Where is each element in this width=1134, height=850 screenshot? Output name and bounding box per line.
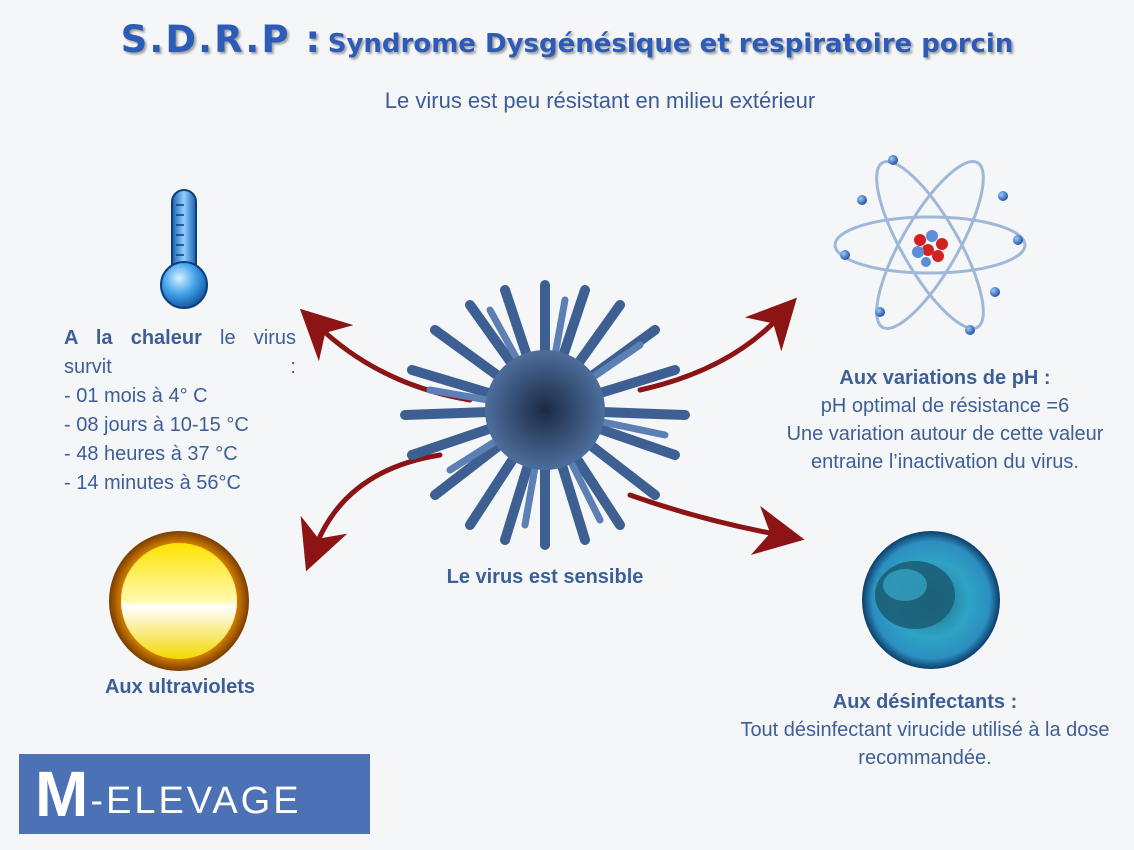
center-label: Le virus est sensible (446, 566, 644, 588)
uv-label: Aux ultraviolets (104, 676, 256, 698)
heat-intro: A la chaleur le virus survit : (64, 324, 296, 382)
logo-m: M (35, 758, 89, 830)
list-item: - 14 minutes à 56°C (64, 472, 241, 494)
title-abbreviation: S.D.R.P : (120, 18, 323, 61)
thermometer-icon (160, 189, 208, 309)
ph-line1: pH optimal de résistance =6 (820, 395, 1070, 417)
heat-heading: A la chaleur (64, 327, 202, 349)
ph-heading: Aux variations de pH : (839, 367, 1051, 389)
m-elevage-logo: M -ELEVAGE (19, 754, 370, 834)
list-item: - 01 mois à 4° C (64, 385, 208, 407)
list-item: - 08 jours à 10-15 °C (64, 414, 249, 436)
subtitle: Le virus est peu résistant en milieu ext… (384, 88, 816, 113)
page-title: S.D.R.P : Syndrome Dysgénésique et respi… (0, 18, 1134, 61)
disinfectant-text: Tout désinfectant virucide utilisé à la … (740, 719, 1110, 769)
atom-icon (833, 155, 1027, 335)
disinfectant-heading: Aux désinfectants : (832, 691, 1018, 713)
ph-line2: Une variation autour de cette valeur ent… (786, 423, 1104, 473)
disinfectant-section: Aux désinfectants : Tout désinfectant vi… (740, 688, 1110, 772)
heat-section: A la chaleur le virus survit : - 01 mois… (64, 324, 296, 498)
sun-icon (109, 531, 249, 671)
virus-icon (400, 280, 690, 550)
heat-list: - 01 mois à 4° C - 08 jours à 10-15 °C -… (64, 382, 296, 498)
list-item: - 48 heures à 37 °C (64, 443, 238, 465)
heat-subheading: le virus survit : (64, 327, 296, 378)
ph-section: Aux variations de pH : pH optimal de rés… (780, 364, 1110, 476)
title-full-name: Syndrome Dysgénésique et respiratoire po… (327, 29, 1014, 59)
logo-text: -ELEVAGE (90, 779, 302, 822)
cell-icon (862, 531, 1000, 669)
